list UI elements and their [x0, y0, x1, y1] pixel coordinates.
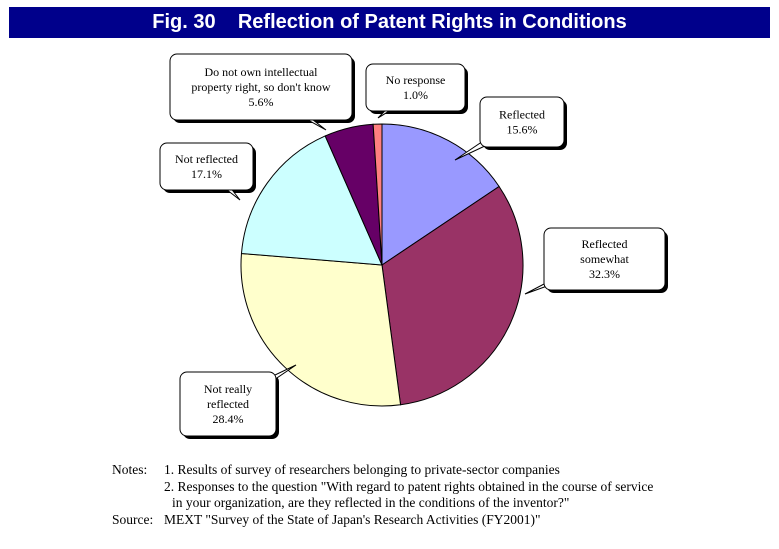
chart-title-text: Fig. 30 Reflection of Patent Rights in C…: [152, 11, 627, 33]
slice-label-5-line-0: No response: [386, 73, 446, 87]
slice-label-1-line-1: somewhat: [580, 252, 629, 266]
notes-label: Notes:: [112, 462, 148, 477]
pie-slices: [240, 123, 524, 407]
note-1: 1. Results of survey of researchers belo…: [164, 462, 560, 477]
slice-label-2-line-2: 28.4%: [213, 412, 244, 426]
note-2: 2. Responses to the question "With regar…: [164, 478, 654, 494]
slice-label-2-line-0: Not really: [204, 382, 252, 396]
chart-title: Fig. 30 Reflection of Patent Rights in C…: [9, 7, 770, 38]
slice-label-4-line-2: 5.6%: [249, 95, 274, 109]
slice-label-1-line-2: 32.3%: [589, 267, 620, 281]
slice-label-1-line-0: Reflected: [582, 237, 628, 251]
pie-slice-1: [381, 185, 524, 406]
source-text: MEXT "Survey of the State of Japan's Res…: [164, 511, 541, 527]
pie-callouts: Reflected15.6%Reflectedsomewhat32.3%Not …: [159, 53, 668, 439]
note-2-continued: in your organization, are they reflected…: [172, 495, 570, 510]
pie-slice-5: [372, 123, 383, 266]
callout-fill-2: [181, 373, 275, 435]
source-label: Source:: [112, 511, 154, 527]
pie-slice-3: [240, 135, 383, 266]
pie-slice-2: [240, 252, 402, 407]
callout-fill-3: [161, 144, 252, 189]
slice-label-4-line-0: Do not own intellectual: [205, 65, 319, 79]
callout-fill-1: [545, 229, 664, 289]
callout-fill-4: [171, 55, 351, 119]
pie-chart: Reflected15.6%Reflectedsomewhat32.3%Not …: [159, 53, 668, 439]
slice-label-0-line-0: Reflected: [499, 108, 545, 122]
slice-label-3-line-1: 17.1%: [191, 167, 222, 181]
slice-label-2-line-1: reflected: [207, 397, 249, 411]
slice-label-0-line-1: 15.6%: [507, 123, 538, 137]
chart-notes: Notes: 1. Results of survey of researche…: [112, 462, 752, 528]
slice-label-5-line-1: 1.0%: [403, 88, 428, 102]
callout-fill-5: [367, 65, 464, 110]
pie-slice-0: [381, 123, 500, 266]
slice-label-3-line-0: Not reflected: [175, 152, 238, 166]
callout-fill-0: [481, 98, 563, 146]
slice-label-4-line-1: property right, so don't know: [191, 80, 330, 94]
